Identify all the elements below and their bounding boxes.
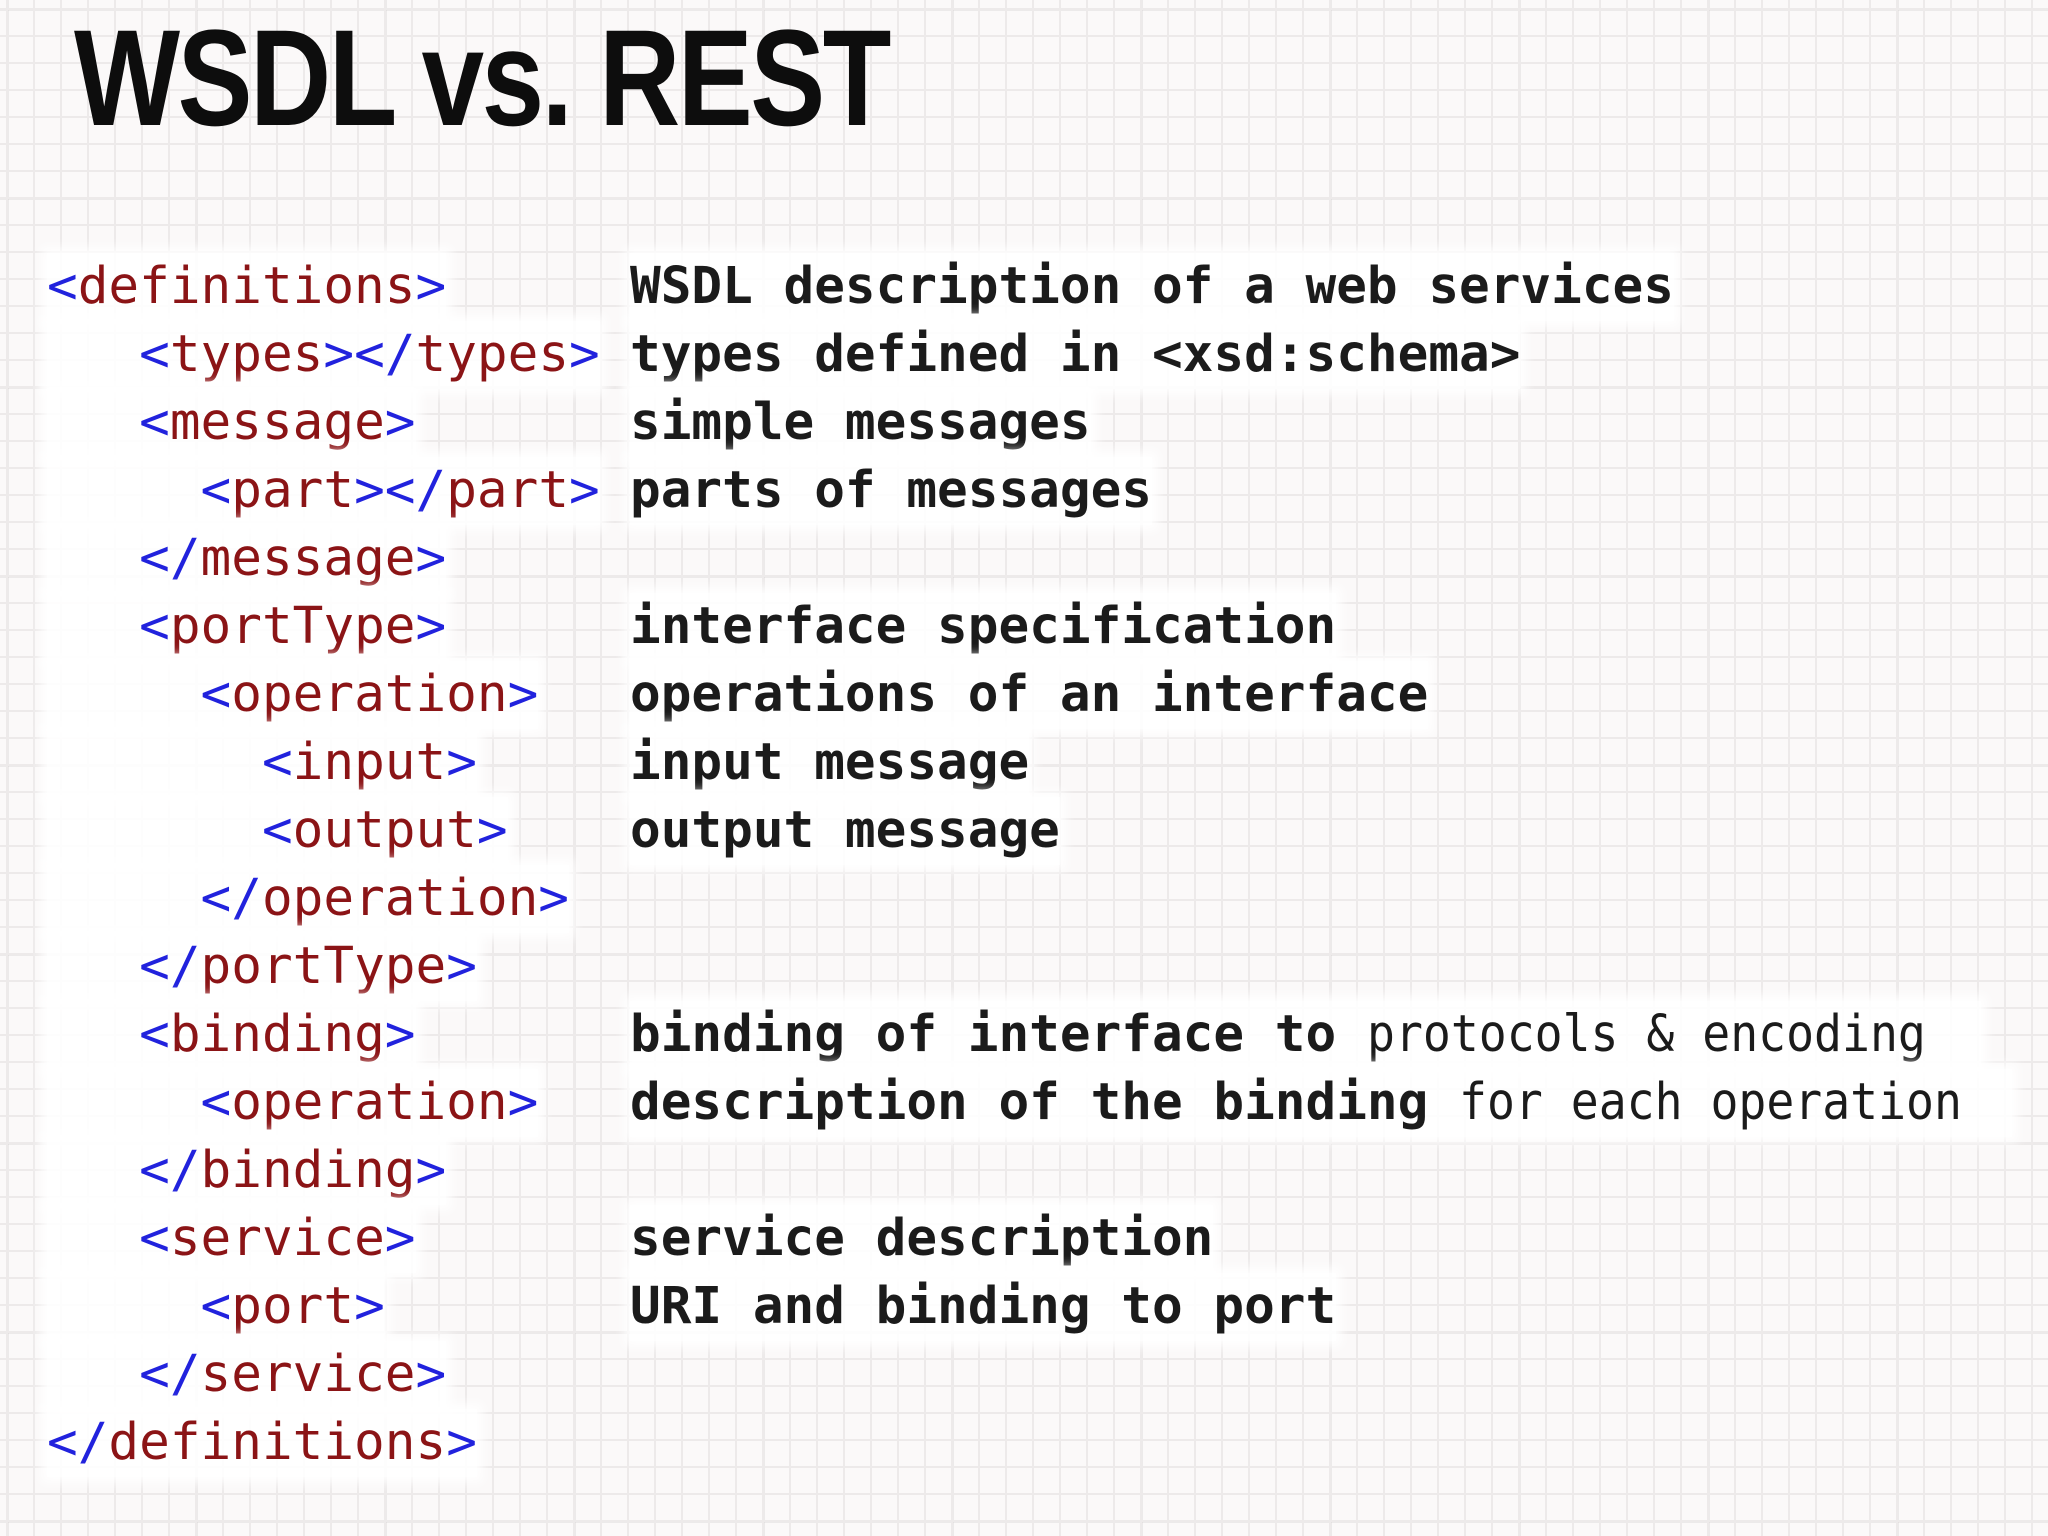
code-row: </operation>	[0, 865, 2048, 933]
tag-description: interface specification	[630, 593, 1337, 661]
tag-description: types defined in <xsd:schema>	[630, 321, 1521, 389]
wsdl-structure-listing: <definitions> WSDL description of a web s…	[0, 253, 2048, 1477]
xml-tag: <port>	[47, 1273, 385, 1341]
xml-tag: </operation>	[47, 865, 570, 933]
code-row: <message> simple messages	[0, 389, 2048, 457]
xml-tag: <types></types>	[47, 321, 600, 389]
tag-description: description of the binding for each oper…	[630, 1069, 2012, 1137]
xml-tag: <part></part>	[47, 457, 600, 525]
tag-description: WSDL description of a web services	[630, 253, 1674, 321]
tag-description: service description	[630, 1205, 1214, 1273]
code-row: </service>	[0, 1341, 2048, 1409]
page-title: WSDL vs. REST	[74, 2, 891, 155]
tag-description: input message	[630, 729, 1030, 797]
code-row: <operation> description of the binding fo…	[0, 1069, 2048, 1137]
code-row: </definitions>	[0, 1409, 2048, 1477]
xml-tag: <message>	[47, 389, 416, 457]
code-row: <output> output message	[0, 797, 2048, 865]
code-row: </portType>	[0, 933, 2048, 1001]
xml-tag: </binding>	[47, 1137, 447, 1205]
code-row: <service> service description	[0, 1205, 2048, 1273]
xml-tag: </message>	[47, 525, 447, 593]
tag-description: operations of an interface	[630, 661, 1429, 729]
xml-tag: <portType>	[47, 593, 447, 661]
tag-description: output message	[630, 797, 1060, 865]
xml-tag: <operation>	[47, 661, 539, 729]
code-row: <part></part> parts of messages	[0, 457, 2048, 525]
xml-tag: <definitions>	[47, 253, 447, 321]
code-row: <types></types> types defined in <xsd:sch…	[0, 321, 2048, 389]
xml-tag: <service>	[47, 1205, 416, 1273]
tag-description: URI and binding to port	[630, 1273, 1337, 1341]
tag-description: parts of messages	[630, 457, 1152, 525]
xml-tag: <input>	[47, 729, 477, 797]
code-row: <port> URI and binding to port	[0, 1273, 2048, 1341]
xml-tag: <binding>	[47, 1001, 416, 1069]
xml-tag: <operation>	[47, 1069, 539, 1137]
xml-tag: </portType>	[47, 933, 477, 1001]
code-row: <binding> binding of interface to protoco…	[0, 1001, 2048, 1069]
code-row: <portType> interface specification	[0, 593, 2048, 661]
xml-tag: </definitions>	[47, 1409, 477, 1477]
tag-description: simple messages	[630, 389, 1091, 457]
code-row: <definitions> WSDL description of a web s…	[0, 253, 2048, 321]
xml-tag: </service>	[47, 1341, 447, 1409]
tag-description-tail: for each operation	[1459, 1073, 1962, 1132]
tag-description-tail: protocols & encoding	[1366, 1005, 1926, 1064]
tag-description: binding of interface to protocols & enco…	[630, 1001, 1982, 1069]
code-row: </binding>	[0, 1137, 2048, 1205]
xml-tag: <output>	[47, 797, 508, 865]
code-row: <operation> operations of an interface	[0, 661, 2048, 729]
code-row: </message>	[0, 525, 2048, 593]
code-row: <input> input message	[0, 729, 2048, 797]
